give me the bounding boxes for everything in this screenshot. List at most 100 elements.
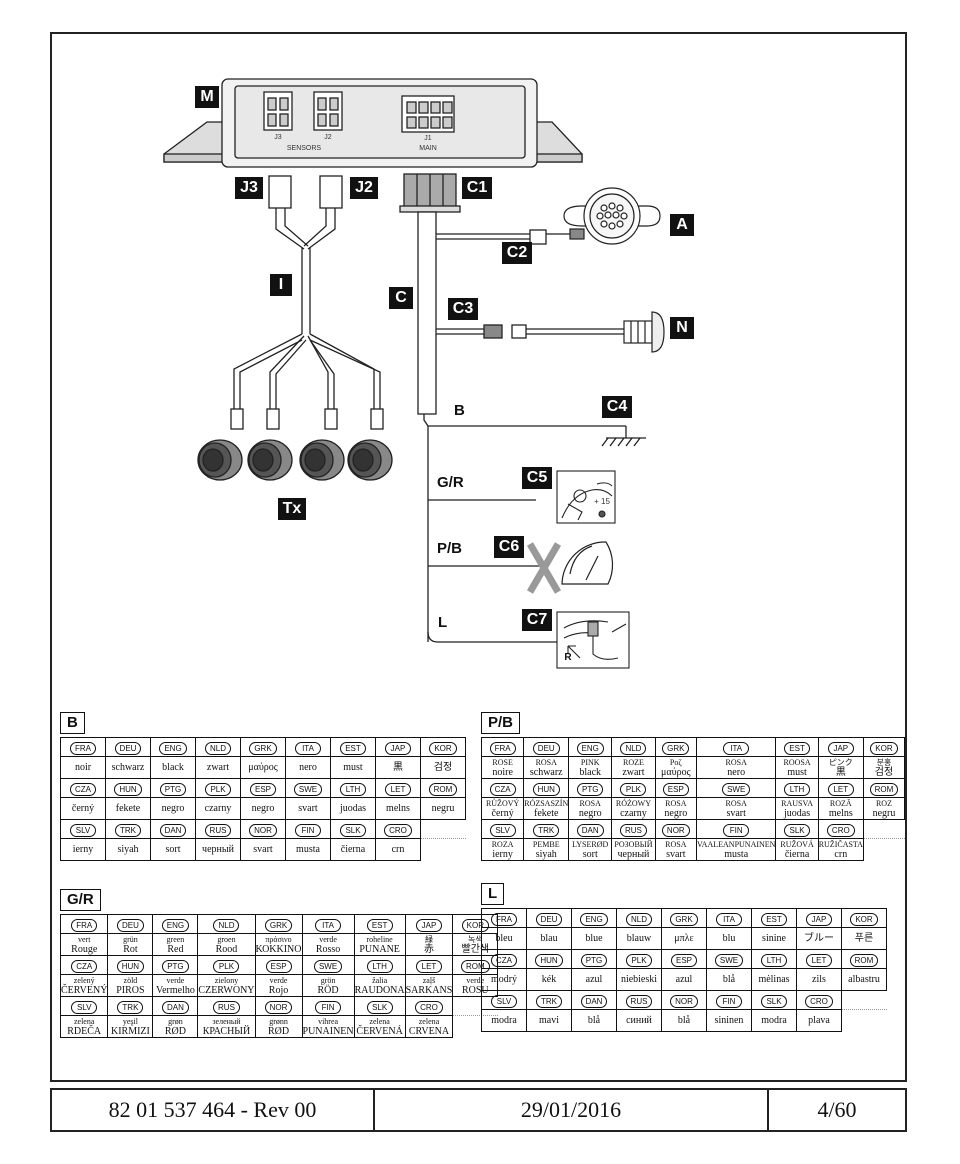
color-word: sininen xyxy=(714,1014,744,1026)
color-word: ROSA xyxy=(665,839,687,849)
color-word: Ροζ xyxy=(669,757,682,767)
color-word-second: RÖD xyxy=(317,984,339,996)
color-word-second: Rood xyxy=(215,943,238,955)
color-word-second: crn xyxy=(834,848,848,860)
color-word-second: czarny xyxy=(620,807,647,819)
color-word-second: 빨간색 xyxy=(461,943,490,955)
language-code: ESP xyxy=(249,783,276,796)
color-word: PINK xyxy=(580,757,600,767)
language-code: NOR xyxy=(264,1001,293,1014)
label-c2: C2 xyxy=(502,242,532,264)
language-code: NLD xyxy=(625,913,652,926)
color-word: green xyxy=(166,934,185,944)
color-word-second: CZERWONY xyxy=(198,984,255,996)
color-word-second: KIRMIZI xyxy=(110,1025,150,1037)
language-code: SLK xyxy=(366,1001,393,1014)
language-code: CZA xyxy=(71,960,98,973)
color-word: 黒 xyxy=(393,761,403,773)
language-code: HUN xyxy=(532,783,560,796)
color-word: ROSE xyxy=(492,757,513,767)
color-word: zwart xyxy=(206,761,230,773)
wiring-diagram xyxy=(163,78,665,669)
color-word: RUŽOVÁ xyxy=(780,839,814,849)
color-word-second: Rouge xyxy=(71,943,98,955)
color-word-second: CRVENA xyxy=(408,1025,450,1037)
language-code: ITA xyxy=(295,742,321,755)
language-code: TRK xyxy=(115,824,141,837)
color-word-second: must xyxy=(787,766,807,778)
language-code: LET xyxy=(827,783,854,796)
color-word: žalia xyxy=(372,975,388,985)
color-word: ROSA xyxy=(579,798,601,808)
color-word: черный xyxy=(202,843,234,855)
color-word: svart xyxy=(298,802,318,814)
color-word: blå xyxy=(722,973,736,985)
ground-icon xyxy=(601,426,646,447)
color-word: RŮŽOVÝ xyxy=(485,798,520,808)
language-code: HUN xyxy=(535,954,563,967)
color-word: blå xyxy=(677,1014,691,1026)
color-word-second: černý xyxy=(491,807,514,819)
wire-label-b: B xyxy=(454,402,465,419)
language-code: HUN xyxy=(114,783,142,796)
language-code: GRK xyxy=(670,913,698,926)
label-a: A xyxy=(670,214,694,236)
color-word: blue xyxy=(585,932,603,944)
wire-label-gr: G/R xyxy=(437,474,464,491)
color-word: ROSA xyxy=(535,757,557,767)
module-j1-text: J1 xyxy=(424,135,432,142)
module-main-text: MAIN xyxy=(419,145,437,152)
color-word: negro xyxy=(161,802,185,814)
language-code: SLV xyxy=(491,995,517,1008)
language-code: PTG xyxy=(162,960,189,973)
language-code: HUN xyxy=(116,960,145,973)
color-word: πράσινο xyxy=(265,934,292,944)
label-j2: J2 xyxy=(350,177,378,199)
color-word: modrý xyxy=(490,973,518,985)
color-word: ROSA xyxy=(725,757,747,767)
language-code: LTH xyxy=(366,960,393,973)
language-code: NOR xyxy=(249,824,277,837)
color-word-second: musta xyxy=(724,848,749,860)
module-sensors-text: SENSORS xyxy=(286,145,322,152)
language-code: PLK xyxy=(213,960,240,973)
color-word: černý xyxy=(71,802,95,814)
color-block-title: P/B xyxy=(481,712,521,734)
color-word: 검정 xyxy=(433,761,453,773)
label-c6: C6 xyxy=(494,536,524,558)
language-code: GRK xyxy=(662,742,690,755)
language-code: SWE xyxy=(293,783,323,796)
language-code: SWE xyxy=(313,960,343,973)
language-code: RUS xyxy=(213,1001,240,1014)
language-code: LTH xyxy=(761,954,787,967)
color-word-second: negro xyxy=(664,807,688,819)
speedometer-icon xyxy=(526,541,614,594)
color-word: verde xyxy=(269,975,288,985)
language-code: CRO xyxy=(415,1001,443,1014)
color-word: fekete xyxy=(115,802,141,814)
color-word: zelena xyxy=(418,1016,440,1026)
language-code: DEU xyxy=(114,742,142,755)
color-word: zöld xyxy=(123,975,138,985)
color-word: zielony xyxy=(214,975,239,985)
color-word: blu xyxy=(722,932,736,944)
color-word: vert xyxy=(77,934,91,944)
title-block: 82 01 537 464 - Rev 00 29/01/2016 4/60 xyxy=(50,1088,907,1132)
color-word: ピンク xyxy=(828,757,853,767)
color-word: azul xyxy=(585,973,603,985)
color-word-second: negru xyxy=(872,807,896,819)
color-word: ROZĀ xyxy=(829,798,852,808)
language-code: ENG xyxy=(161,919,190,932)
language-code: LTH xyxy=(340,783,366,796)
color-word: noir xyxy=(74,761,92,773)
color-word: ierny xyxy=(72,843,94,855)
language-code: KOR xyxy=(429,742,457,755)
color-word-second: ierny xyxy=(492,848,513,860)
language-code: ITA xyxy=(716,913,742,926)
language-code: DAN xyxy=(161,1001,189,1014)
color-word: musta xyxy=(296,843,320,855)
page-number: 4/60 xyxy=(817,1097,857,1122)
language-code: NLD xyxy=(620,742,647,755)
color-word-second: PIROS xyxy=(116,984,145,996)
